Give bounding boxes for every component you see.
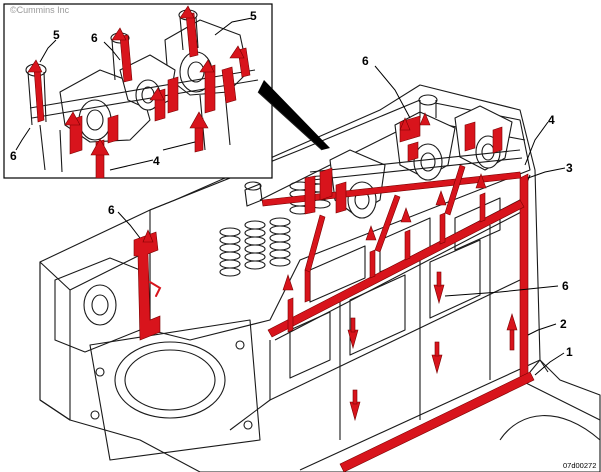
callout-main-3: 3: [566, 161, 573, 175]
oil-flow-main: [133, 112, 535, 472]
callout-inset-5-left: 5: [53, 28, 60, 42]
callout-inset-5-right: 5: [250, 9, 257, 23]
callout-inset-6-top: 6: [91, 31, 98, 45]
callout-main-1: 1: [566, 345, 573, 359]
rocker-detail-inset: [3, 3, 330, 179]
callout-main-4: 4: [548, 113, 555, 127]
callout-leaders: [15, 17, 566, 376]
callout-inset-4: 4: [153, 154, 160, 168]
copyright-watermark: ©Cummins Inc: [10, 5, 70, 15]
figure-code: 07d00272: [563, 461, 596, 470]
callout-main-2: 2: [560, 317, 567, 331]
callout-main-6-left: 6: [108, 203, 115, 217]
rocker-lever-assembly: [309, 94, 523, 219]
callout-inset-6-left: 6: [10, 149, 17, 163]
callout-main-6-top: 6: [362, 54, 369, 68]
callout-main-6-right: 6: [562, 279, 569, 293]
